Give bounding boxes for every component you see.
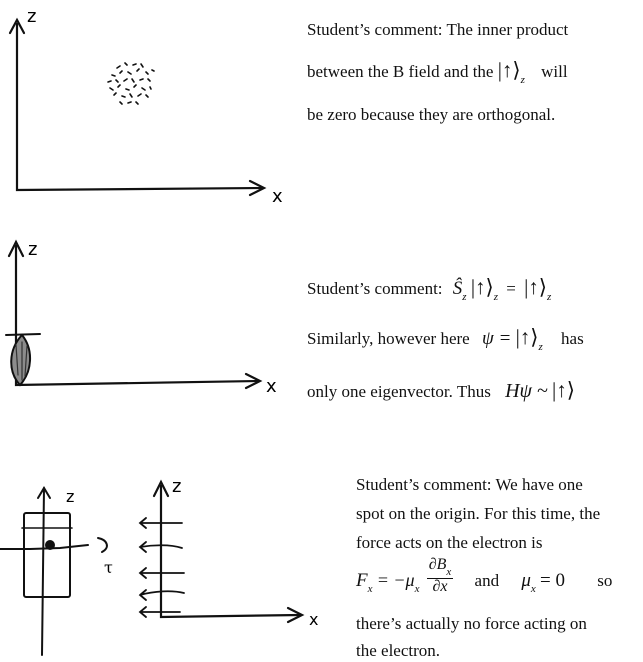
panel1-line3: be zero because they are orthogonal.	[307, 105, 556, 124]
panel2-line3-a: only one eigenvector. Thus	[307, 382, 491, 401]
panel3-mu2-sub: x	[530, 582, 536, 595]
panel3-tau-mark: τ	[104, 558, 113, 577]
panel3-axis-x: x	[309, 610, 318, 629]
panel3-line1: Student’s comment: We have one	[356, 475, 583, 494]
panel2-rhs-ket-sub: z	[547, 291, 552, 303]
panel3-mu-sub: x	[414, 582, 420, 595]
panel3-force-sub: x	[367, 582, 373, 595]
panel2-elongated-spot	[5, 333, 41, 387]
panel1-ket-sub: z	[520, 74, 525, 86]
panel1-line2-b: will	[541, 62, 568, 81]
panel3-right-axes	[152, 479, 305, 624]
panel3-equation: Fx = −μx ∂Bx ∂x and μx = 0 so	[356, 557, 613, 595]
panel2-line3: only one eigenvector. Thus Hψ ~ |↑⟩	[307, 378, 575, 402]
panel2-label: Student’s comment:	[307, 279, 443, 298]
panel2-line2-a: Similarly, however here	[307, 329, 470, 348]
panel1-line2-a: between the B field and the	[307, 62, 494, 81]
panel1-axis-z: z	[27, 6, 36, 27]
panel3-line5: there’s actually no force acting on	[356, 614, 587, 633]
panel3-fraction-num: ∂Bx	[426, 556, 454, 579]
panel3-axis-z-left: z	[66, 487, 74, 506]
panel3-force: F	[356, 569, 368, 591]
panel1-ket: |↑⟩	[497, 58, 521, 82]
panel2-line2: Similarly, however here ψ = |↑⟩z has	[307, 327, 584, 353]
panel2-line2-b: has	[561, 329, 584, 348]
panel3-origin-spot	[45, 540, 55, 550]
panel2-psi-ket-sub: z	[538, 341, 543, 353]
panel3-left-diagram	[0, 486, 108, 656]
panel1-axes	[8, 17, 267, 197]
panel3-and: and	[474, 570, 500, 590]
panel3-zero: = 0	[540, 569, 565, 591]
panel2-line1: Student’s comment: Ŝz |↑⟩z = |↑⟩z	[307, 277, 551, 303]
panel1-spot-cluster	[107, 62, 155, 105]
panel2-final-ket: |↑⟩	[552, 378, 575, 402]
panel1-line1: Student’s comment: The inner product	[307, 20, 569, 39]
panel1-line2: between the B field and the |↑⟩z will	[307, 60, 568, 86]
panel3-line6: the electron.	[356, 641, 441, 660]
panel2-equals: =	[506, 279, 516, 298]
panel2-psi-ket: |↑⟩	[515, 325, 539, 349]
panel3-mu2: μ	[521, 569, 531, 591]
panel3-line3: force acts on the electron is	[356, 533, 543, 552]
panel2-axes	[7, 239, 263, 390]
panel2-axis-x: x	[266, 376, 277, 397]
panel2-operator-sub: z	[462, 291, 467, 303]
panel1-axis-x: x	[272, 186, 283, 207]
panel2-operator: Ŝ	[452, 278, 463, 299]
panel3-axis-z-right: z	[172, 476, 181, 497]
panel3-mu: = −μ	[376, 569, 415, 590]
panel3-so: so	[597, 570, 613, 590]
panel2-ket: |↑⟩	[470, 275, 494, 299]
panel3-field-arrows	[138, 517, 185, 618]
panel2-axis-z: z	[28, 239, 37, 260]
panel3-line2: spot on the origin. For this time, the	[356, 504, 601, 523]
panel3-fraction: ∂Bx ∂x	[426, 556, 454, 595]
panel3-fraction-den: ∂x	[432, 578, 448, 595]
panel2-rhs-ket: |↑⟩	[524, 275, 547, 299]
panel2-psi: ψ =	[481, 328, 512, 349]
panel2-hamiltonian: Hψ ~	[505, 380, 548, 402]
panel2-ket-sub: z	[493, 291, 498, 303]
